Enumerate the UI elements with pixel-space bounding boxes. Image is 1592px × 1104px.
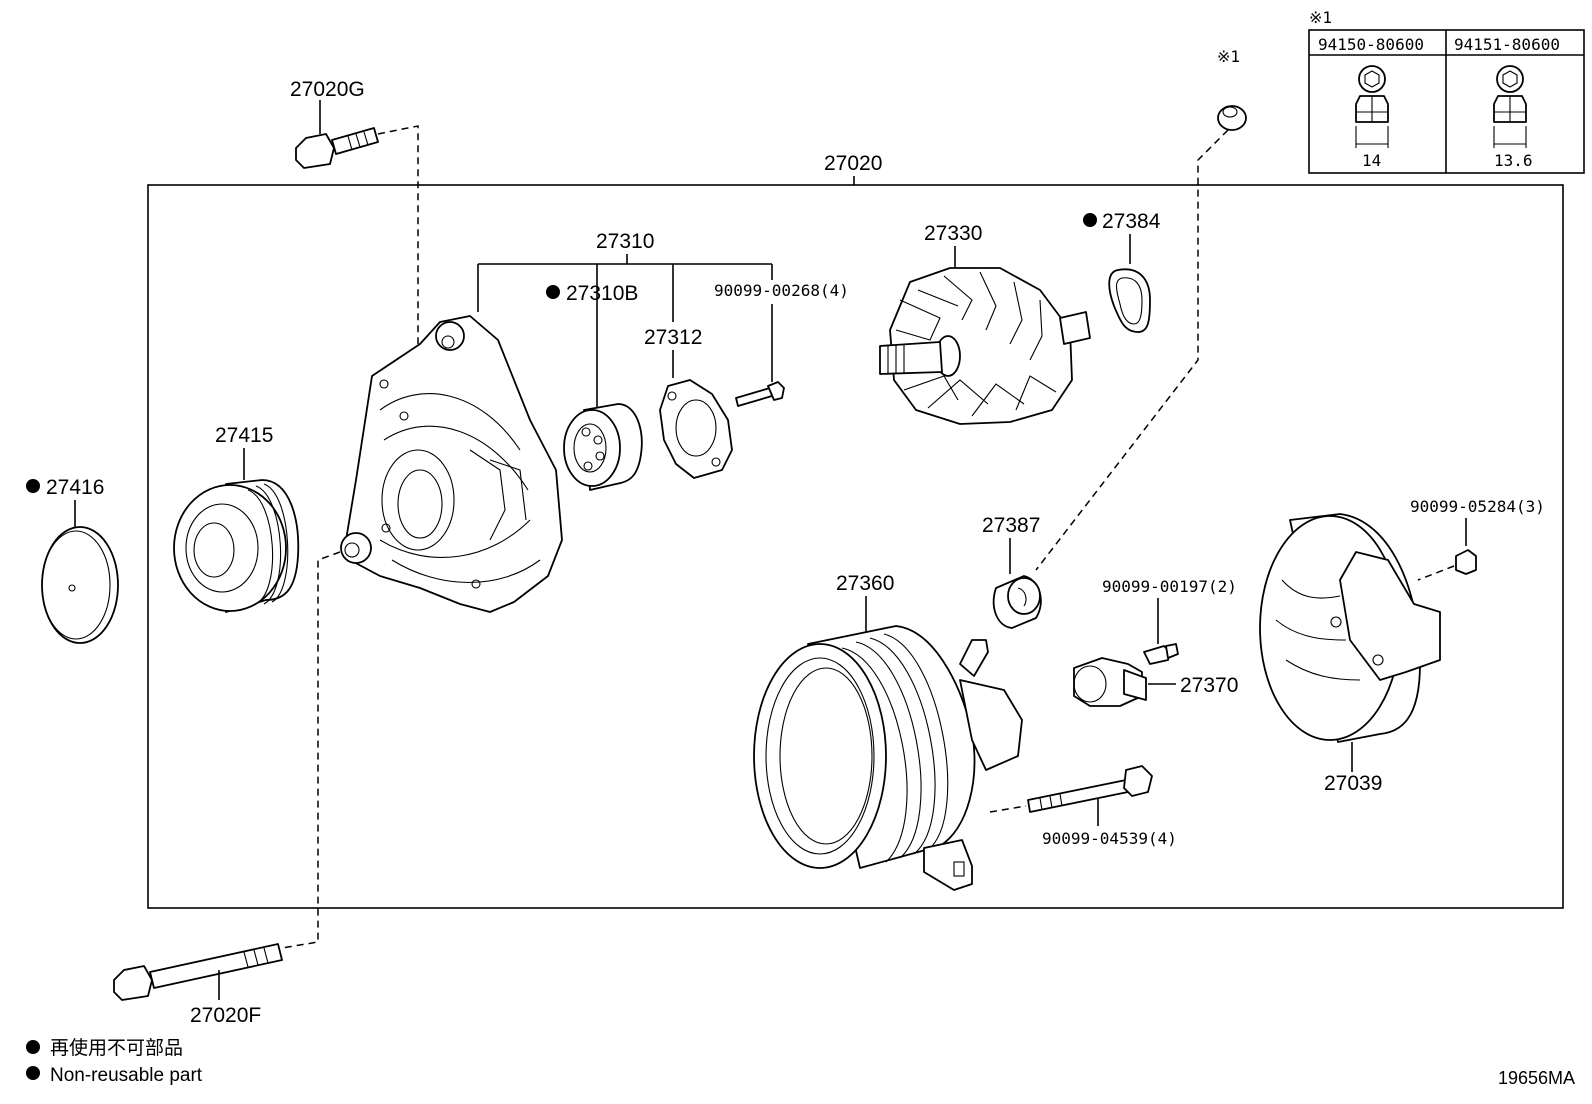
- nut-icon: [1355, 65, 1389, 148]
- nut-icon: [1455, 549, 1477, 575]
- label-90099-00197: 90099-00197(2): [1102, 577, 1237, 596]
- label-27039: 27039: [1324, 772, 1382, 795]
- flange-nut-icon: [1217, 105, 1247, 131]
- rear-frame-icon: [753, 625, 1023, 891]
- bullet-non-reusable: [546, 285, 560, 299]
- label-27020F: 27020F: [190, 1004, 261, 1027]
- bolt-icon: [295, 127, 379, 169]
- ref-dim-2: 13.6: [1494, 151, 1533, 170]
- label-27020G: 27020G: [290, 78, 365, 101]
- reference-table: ※1 94150-80600 94151-80600 14: [1308, 8, 1585, 174]
- brush-holder-icon: [992, 575, 1042, 629]
- bullet-non-reusable: [1083, 213, 1097, 227]
- cap-icon: [41, 526, 119, 644]
- rotor-icon: [879, 267, 1091, 425]
- label-27416: 27416: [46, 476, 104, 499]
- label-27330: 27330: [924, 222, 982, 245]
- label-27387: 27387: [982, 514, 1040, 537]
- label-27310B: 27310B: [566, 282, 638, 305]
- nut-icon: [1493, 65, 1527, 148]
- drive-end-frame-icon: [340, 315, 563, 613]
- label-90099-05284: 90099-05284(3): [1410, 497, 1545, 516]
- regulator-icon: [1073, 657, 1147, 707]
- bearing-icon: [563, 403, 643, 491]
- label-27310: 27310: [596, 230, 654, 253]
- bullet-non-reusable: [26, 479, 40, 493]
- ref-table-title: ※1: [1309, 8, 1332, 27]
- screw-icon: [1143, 643, 1179, 665]
- label-27360: 27360: [836, 572, 894, 595]
- retainer-plate-icon: [659, 379, 733, 479]
- label-27384: 27384: [1102, 210, 1161, 233]
- label-note-ref: ※1: [1217, 47, 1240, 66]
- assembly-frame: [147, 184, 1564, 909]
- legend-en: Non-reusable part: [50, 1065, 203, 1086]
- label-90099-04539: 90099-04539(4): [1042, 829, 1177, 848]
- through-bolt-icon: [113, 943, 283, 1001]
- legend-jp: 再使用不可部品: [50, 1037, 183, 1059]
- label-27370: 27370: [1180, 674, 1238, 697]
- legend-bullet: [26, 1066, 40, 1080]
- ref-dim-1: 14: [1362, 151, 1381, 170]
- label-assembly: 27020: [824, 152, 882, 175]
- rear-cover-icon: [1259, 513, 1441, 743]
- label-90099-00268: 90099-00268(4): [714, 281, 849, 300]
- screw-icon: [735, 381, 785, 407]
- label-27415: 27415: [215, 424, 273, 447]
- ref-part-2: 94151-80600: [1454, 35, 1560, 54]
- ref-part-1: 94150-80600: [1318, 35, 1424, 54]
- label-27312: 27312: [644, 326, 702, 349]
- seal-ring-icon: [1108, 268, 1151, 333]
- legend-bullet: [26, 1040, 40, 1054]
- diagram-code: 19656MA: [1498, 1068, 1575, 1088]
- pulley-icon: [173, 479, 300, 613]
- long-bolt-icon: [1027, 765, 1153, 813]
